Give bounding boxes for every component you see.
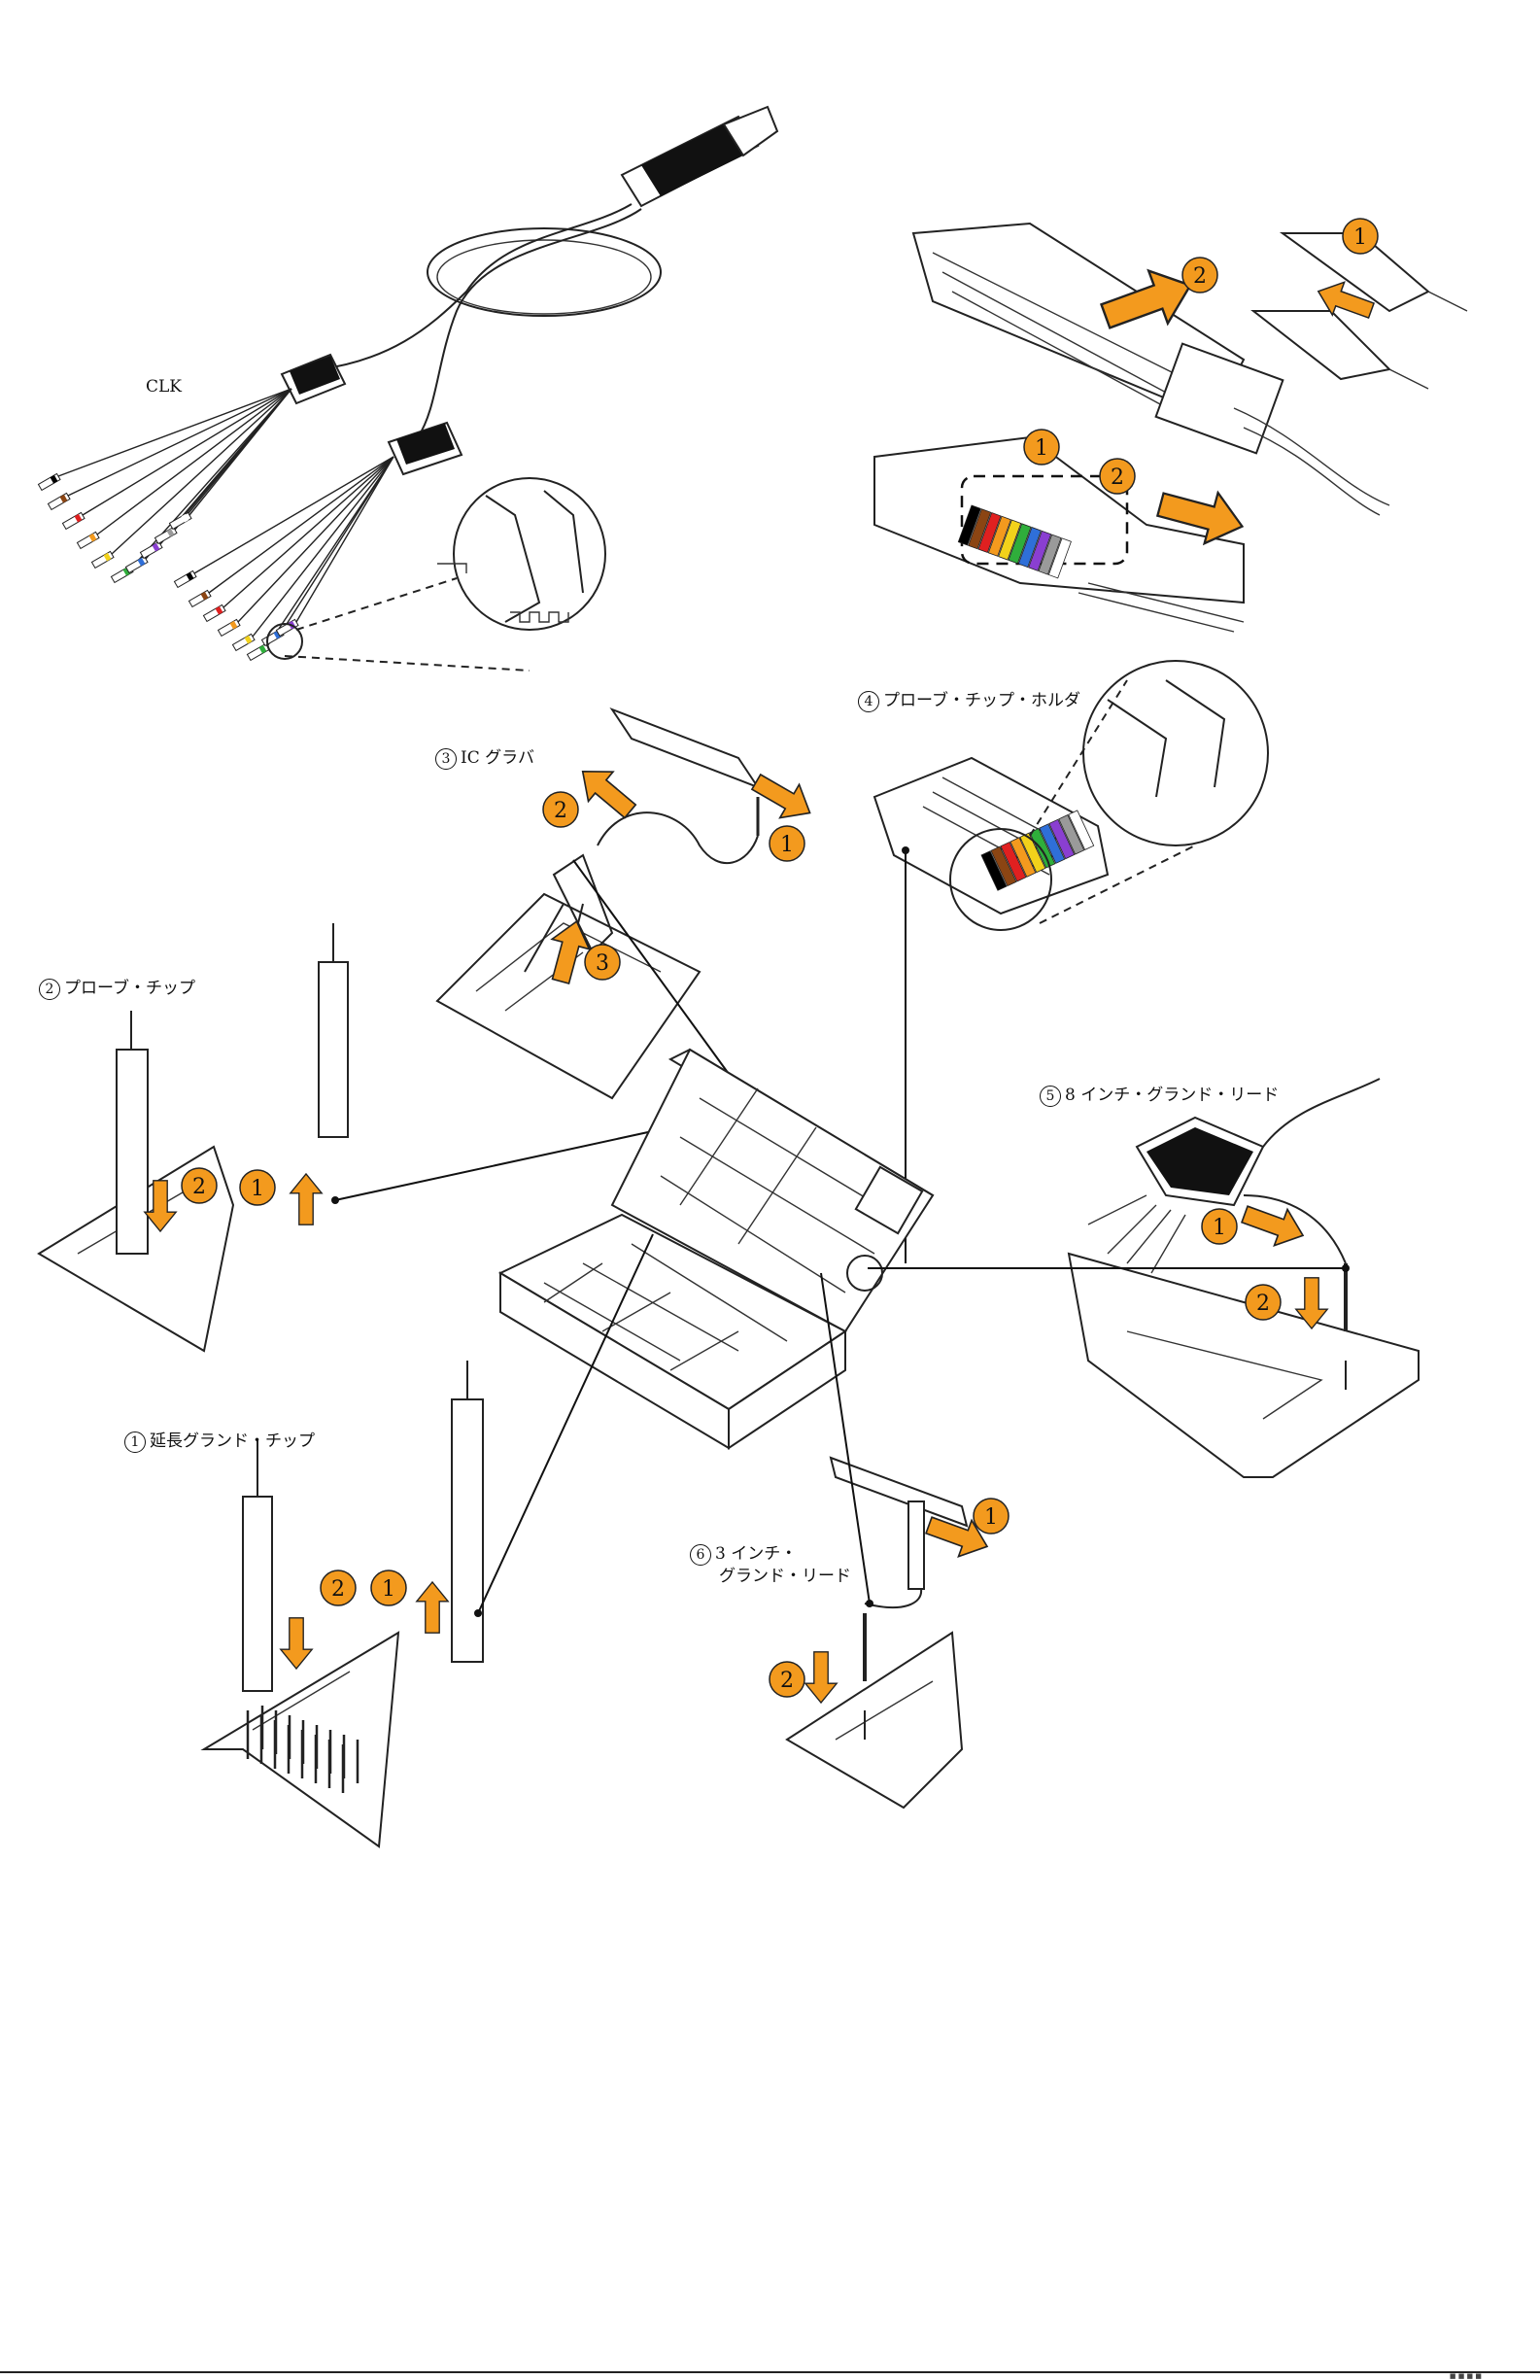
lead-wire xyxy=(253,457,394,637)
ext-ground-tip-text: 延長グランド・チップ xyxy=(150,1431,315,1451)
lead-tip xyxy=(232,634,255,650)
step-badge-number: 2 xyxy=(1256,1292,1270,1316)
lead-tip xyxy=(140,541,162,558)
step-badge: 2 xyxy=(182,1168,217,1203)
lead-tip xyxy=(247,643,269,660)
step-badge: 1 xyxy=(770,826,804,861)
step-badge-number: 2 xyxy=(1111,466,1124,490)
ground-lead-3in-text2: グランド・リード xyxy=(719,1562,851,1586)
orange-arrow xyxy=(1238,1196,1309,1254)
step-badge-number: 2 xyxy=(554,799,567,823)
probe-cable-assembly xyxy=(282,107,777,474)
lead-wire xyxy=(112,389,291,554)
step-badge: 1 xyxy=(240,1170,275,1205)
lead-wire xyxy=(131,389,291,569)
lead-wire xyxy=(68,389,291,496)
lead-tip xyxy=(203,604,225,621)
orange-arrow xyxy=(417,1582,448,1633)
step-badge-number: 2 xyxy=(1193,264,1207,289)
flying-leads xyxy=(38,389,394,660)
footer-text: ■ ■ ■ ■ xyxy=(1450,2372,1482,2380)
step-badge-number: 1 xyxy=(780,833,794,857)
ground-lead-8in-text: 8 インチ・グランド・リード xyxy=(1065,1086,1279,1105)
lead-tip xyxy=(218,619,240,636)
ground-lead-3in-number: 6 xyxy=(690,1544,711,1566)
lead-wire xyxy=(282,457,394,632)
step-badge-number: 1 xyxy=(251,1177,264,1201)
accessory-case xyxy=(500,1050,933,1448)
lead-tip xyxy=(169,512,191,529)
step-badge: 2 xyxy=(1246,1285,1281,1320)
orange-arrow xyxy=(281,1618,312,1669)
orange-arrow xyxy=(805,1652,837,1703)
lead-tip xyxy=(48,493,70,509)
lead-tip xyxy=(174,570,196,587)
lead-tip xyxy=(38,473,60,490)
lead-tip xyxy=(62,512,85,529)
lead-tip xyxy=(188,590,211,606)
connector-assembly-mid xyxy=(874,437,1244,632)
step-badge-number: 3 xyxy=(596,951,609,976)
ground-lead-8in-number: 5 xyxy=(1040,1086,1061,1107)
probe-tip-label: 2プローブ・チップ xyxy=(39,974,195,1000)
lead-tip xyxy=(125,556,148,572)
step-badge-number: 1 xyxy=(1213,1216,1226,1240)
tip-holder-number: 4 xyxy=(858,691,879,712)
ground-lead-8in-scene xyxy=(868,1079,1419,1477)
lead-wire xyxy=(83,389,291,515)
step-badge: 2 xyxy=(321,1570,356,1605)
step-badge: 2 xyxy=(770,1662,804,1697)
lead-wire xyxy=(97,389,291,535)
probe-tip-number: 2 xyxy=(39,979,60,1000)
step-badges: 1 2 1 2 2 1 3 2 1 1 2 2 1 1 2 xyxy=(182,219,1378,1697)
ic-grabber-number: 3 xyxy=(435,748,457,770)
step-badge: 1 xyxy=(974,1499,1009,1534)
step-badge: 2 xyxy=(543,792,578,827)
step-badge: 3 xyxy=(585,945,620,980)
step-badge: 1 xyxy=(1343,219,1378,254)
ground-lead-3in-text: 3 インチ・ xyxy=(715,1544,797,1564)
lead-tip xyxy=(91,551,114,568)
tip-holder-text: プローブ・チップ・ホルダ xyxy=(883,691,1080,710)
lead-wire xyxy=(296,457,394,622)
probe-tip-text: プローブ・チップ xyxy=(64,979,195,998)
step-badge-number: 2 xyxy=(331,1577,345,1602)
step-badge: 2 xyxy=(1182,258,1217,293)
step-badge-number: 2 xyxy=(192,1175,206,1199)
lead-wire xyxy=(194,457,394,573)
step-badge-number: 1 xyxy=(1353,225,1367,250)
orange-arrow xyxy=(291,1174,322,1224)
step-badge-number: 1 xyxy=(984,1505,998,1530)
step-badge-number: 1 xyxy=(1035,436,1048,461)
step-badge-number: 2 xyxy=(780,1669,794,1693)
lead-tip xyxy=(77,532,99,548)
step-badge: 1 xyxy=(1024,430,1059,465)
step-badge: 2 xyxy=(1100,459,1135,494)
ic-grabber-text: IC グラバ xyxy=(461,748,534,768)
step-badge-number: 1 xyxy=(382,1577,395,1602)
step-badge: 1 xyxy=(371,1570,406,1605)
bottom-rule xyxy=(0,2371,1540,2373)
lead-wire xyxy=(238,457,394,622)
clk-label: CLK xyxy=(146,377,182,397)
ext-ground-tip-number: 1 xyxy=(124,1431,146,1453)
step-badge: 1 xyxy=(1202,1209,1237,1244)
lead-wire xyxy=(209,457,394,593)
